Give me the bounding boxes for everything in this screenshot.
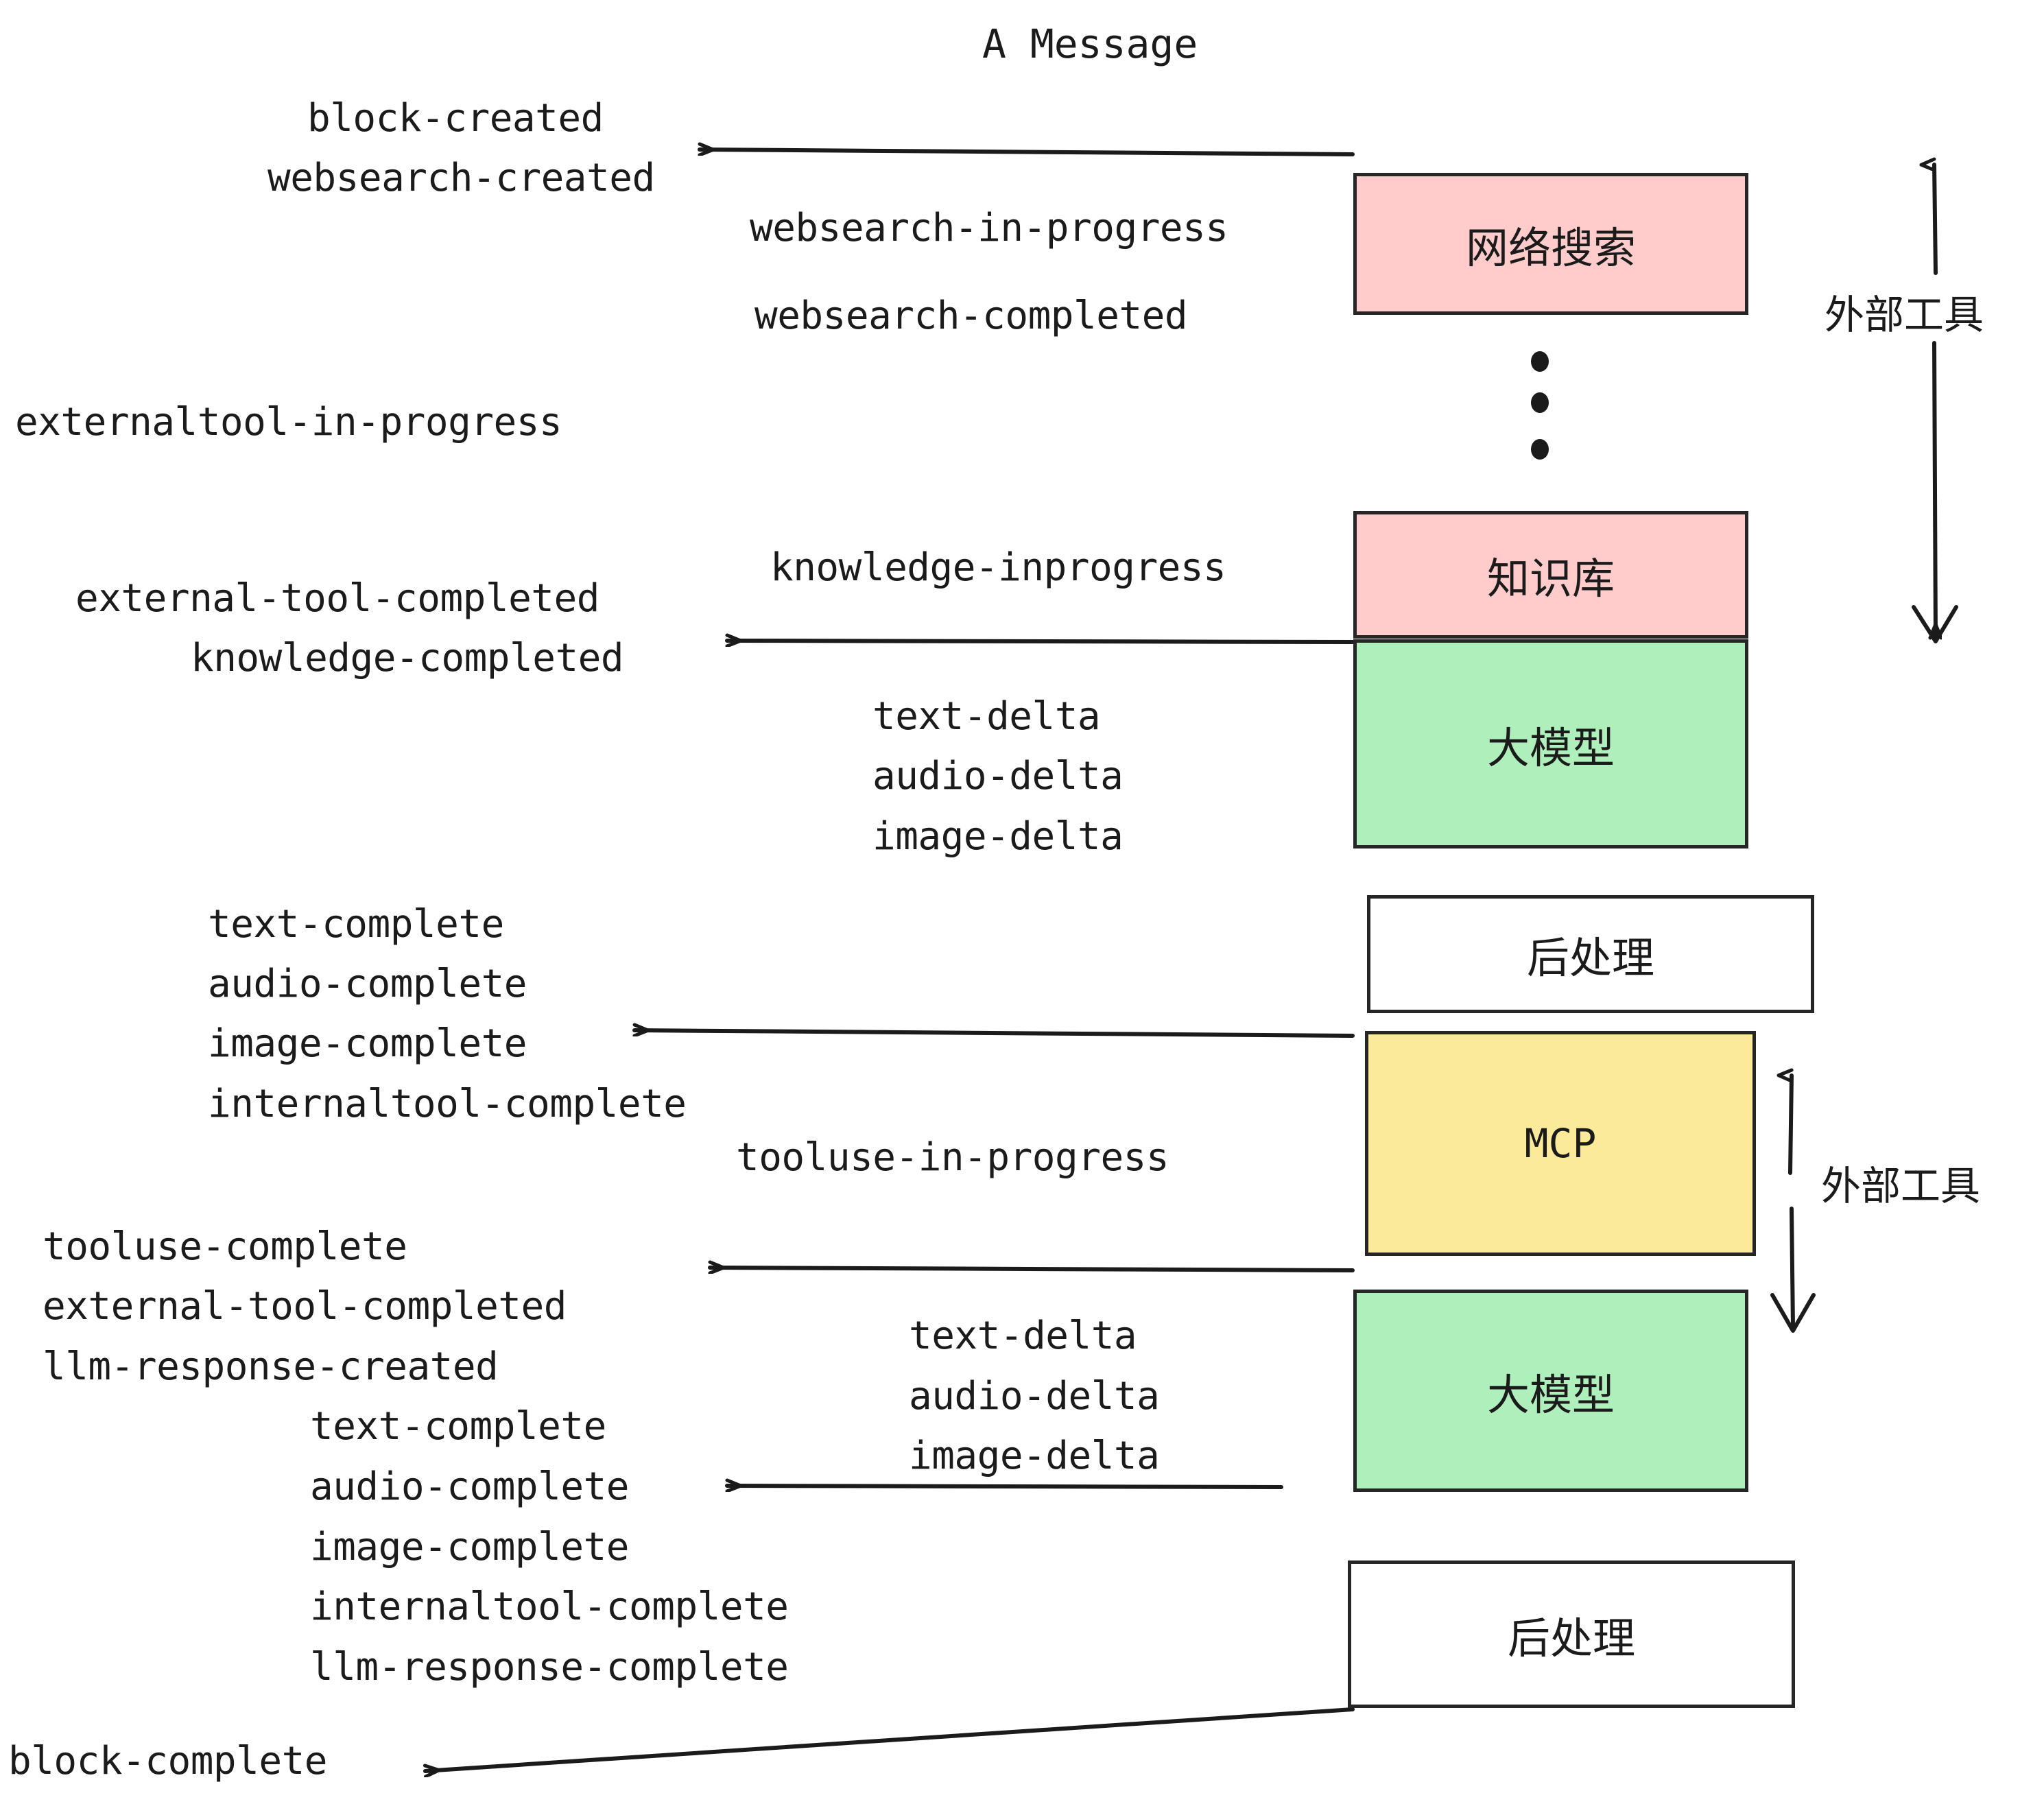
external-tool-arrow-top-down (1912, 341, 1958, 643)
event-label-audio-complete-1: audio-complete (208, 962, 527, 1006)
event-label-internaltool-complete-1: internaltool-complete (208, 1082, 687, 1126)
node-mcp[interactable]: MCP (1365, 1031, 1756, 1256)
node-websearch[interactable]: 网络搜索 (1353, 173, 1748, 315)
event-label-block-created: block-created (307, 96, 604, 141)
event-label-llm-response-created: llm-response-created (43, 1344, 499, 1389)
event-label-external-tool-completed-2: external-tool-completed (43, 1284, 567, 1329)
event-label-text-delta-2: text-delta (909, 1314, 1137, 1358)
external-tool-label-bottom: 外部工具 (1821, 1163, 1981, 1209)
node-llm-second-label: 大模型 (1486, 1369, 1615, 1420)
event-label-internaltool-complete-2: internaltool-complete (310, 1585, 789, 1629)
arrow-websearch-to-blockcreated (698, 150, 1355, 156)
page-title: A Message (982, 21, 1198, 67)
ellipsis-dot-1 (1531, 351, 1549, 372)
event-label-tooluse-in-progress: tooluse-in-progress (736, 1135, 1169, 1180)
node-knowledge-label: 知识库 (1486, 554, 1615, 604)
node-postprocess-second-label: 后处理 (1507, 1613, 1635, 1663)
event-label-block-complete: block-complete (8, 1739, 328, 1783)
event-label-image-delta-2: image-delta (909, 1434, 1160, 1478)
node-websearch-label: 网络搜索 (1465, 222, 1636, 273)
event-label-externaltool-in-progress: externaltool-in-progress (15, 400, 562, 444)
external-tool-arrow-bottom-up (1790, 1076, 1794, 1175)
node-mcp-label: MCP (1524, 1120, 1597, 1167)
event-label-websearch-completed: websearch-completed (754, 294, 1188, 338)
node-postprocess-first[interactable]: 后处理 (1367, 895, 1814, 1013)
node-llm-first-label: 大模型 (1486, 722, 1615, 773)
event-label-text-delta-1: text-delta (872, 694, 1101, 739)
event-label-knowledge-inprogress: knowledge-inprogress (770, 545, 1226, 590)
arrow-llm-to-audiocomplete (725, 1486, 1283, 1487)
node-postprocess-first-label: 后处理 (1526, 933, 1654, 983)
node-llm-second[interactable]: 大模型 (1353, 1290, 1748, 1492)
ellipsis-dot-2 (1531, 392, 1549, 413)
event-label-image-complete-1: image-complete (208, 1021, 527, 1066)
event-label-websearch-created: websearch-created (268, 156, 655, 200)
arrow-mcp-to-toolusecomplete (708, 1268, 1355, 1270)
external-tool-arrow-top-up (1934, 165, 1938, 275)
node-postprocess-second[interactable]: 后处理 (1348, 1560, 1795, 1708)
event-label-knowledge-completed: knowledge-completed (191, 636, 624, 680)
event-label-external-tool-completed-1: external-tool-completed (75, 576, 599, 621)
arrow-postprocess-to-imagecomplete (632, 1030, 1355, 1038)
event-label-audio-delta-1: audio-delta (872, 754, 1124, 798)
event-label-text-complete-1: text-complete (208, 902, 504, 947)
event-label-image-complete-2: image-complete (310, 1525, 630, 1569)
arrow-postprocess-to-blockcomplete (425, 1707, 1355, 1771)
arrow-knowledge-to-knowledgecompleted (725, 641, 1355, 642)
event-label-llm-response-complete: llm-response-complete (310, 1645, 789, 1689)
node-llm-first[interactable]: 大模型 (1353, 639, 1748, 848)
event-label-text-complete-2: text-complete (310, 1404, 606, 1449)
event-label-audio-delta-2: audio-delta (909, 1374, 1160, 1419)
event-label-tooluse-complete: tooluse-complete (43, 1224, 407, 1269)
external-tool-label-top: 外部工具 (1825, 292, 1984, 338)
node-knowledge[interactable]: 知识库 (1353, 511, 1748, 639)
ellipsis-dot-3 (1531, 439, 1549, 460)
event-label-websearch-in-progress: websearch-in-progress (750, 206, 1228, 250)
external-tool-arrow-bottom-down (1770, 1207, 1816, 1333)
event-label-image-delta-1: image-delta (872, 814, 1124, 859)
event-label-audio-complete-2: audio-complete (310, 1464, 630, 1509)
